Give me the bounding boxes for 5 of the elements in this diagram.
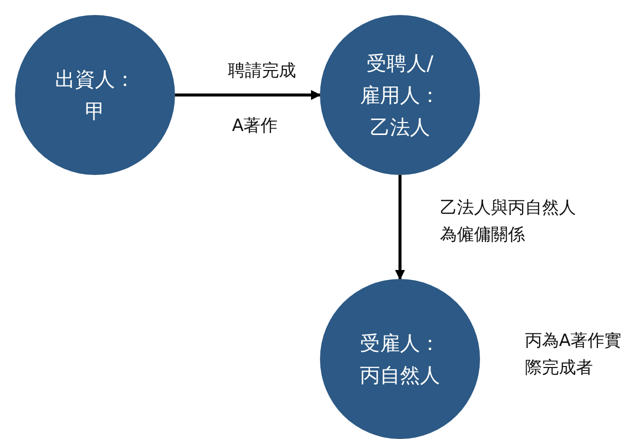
node-label: 受雇人：丙自然人 <box>359 330 441 389</box>
arrow <box>395 175 405 280</box>
node-label: 受聘人/雇用人：乙法人 <box>359 50 441 141</box>
arrow <box>175 90 321 100</box>
node-label: 出資人：甲 <box>54 66 136 125</box>
